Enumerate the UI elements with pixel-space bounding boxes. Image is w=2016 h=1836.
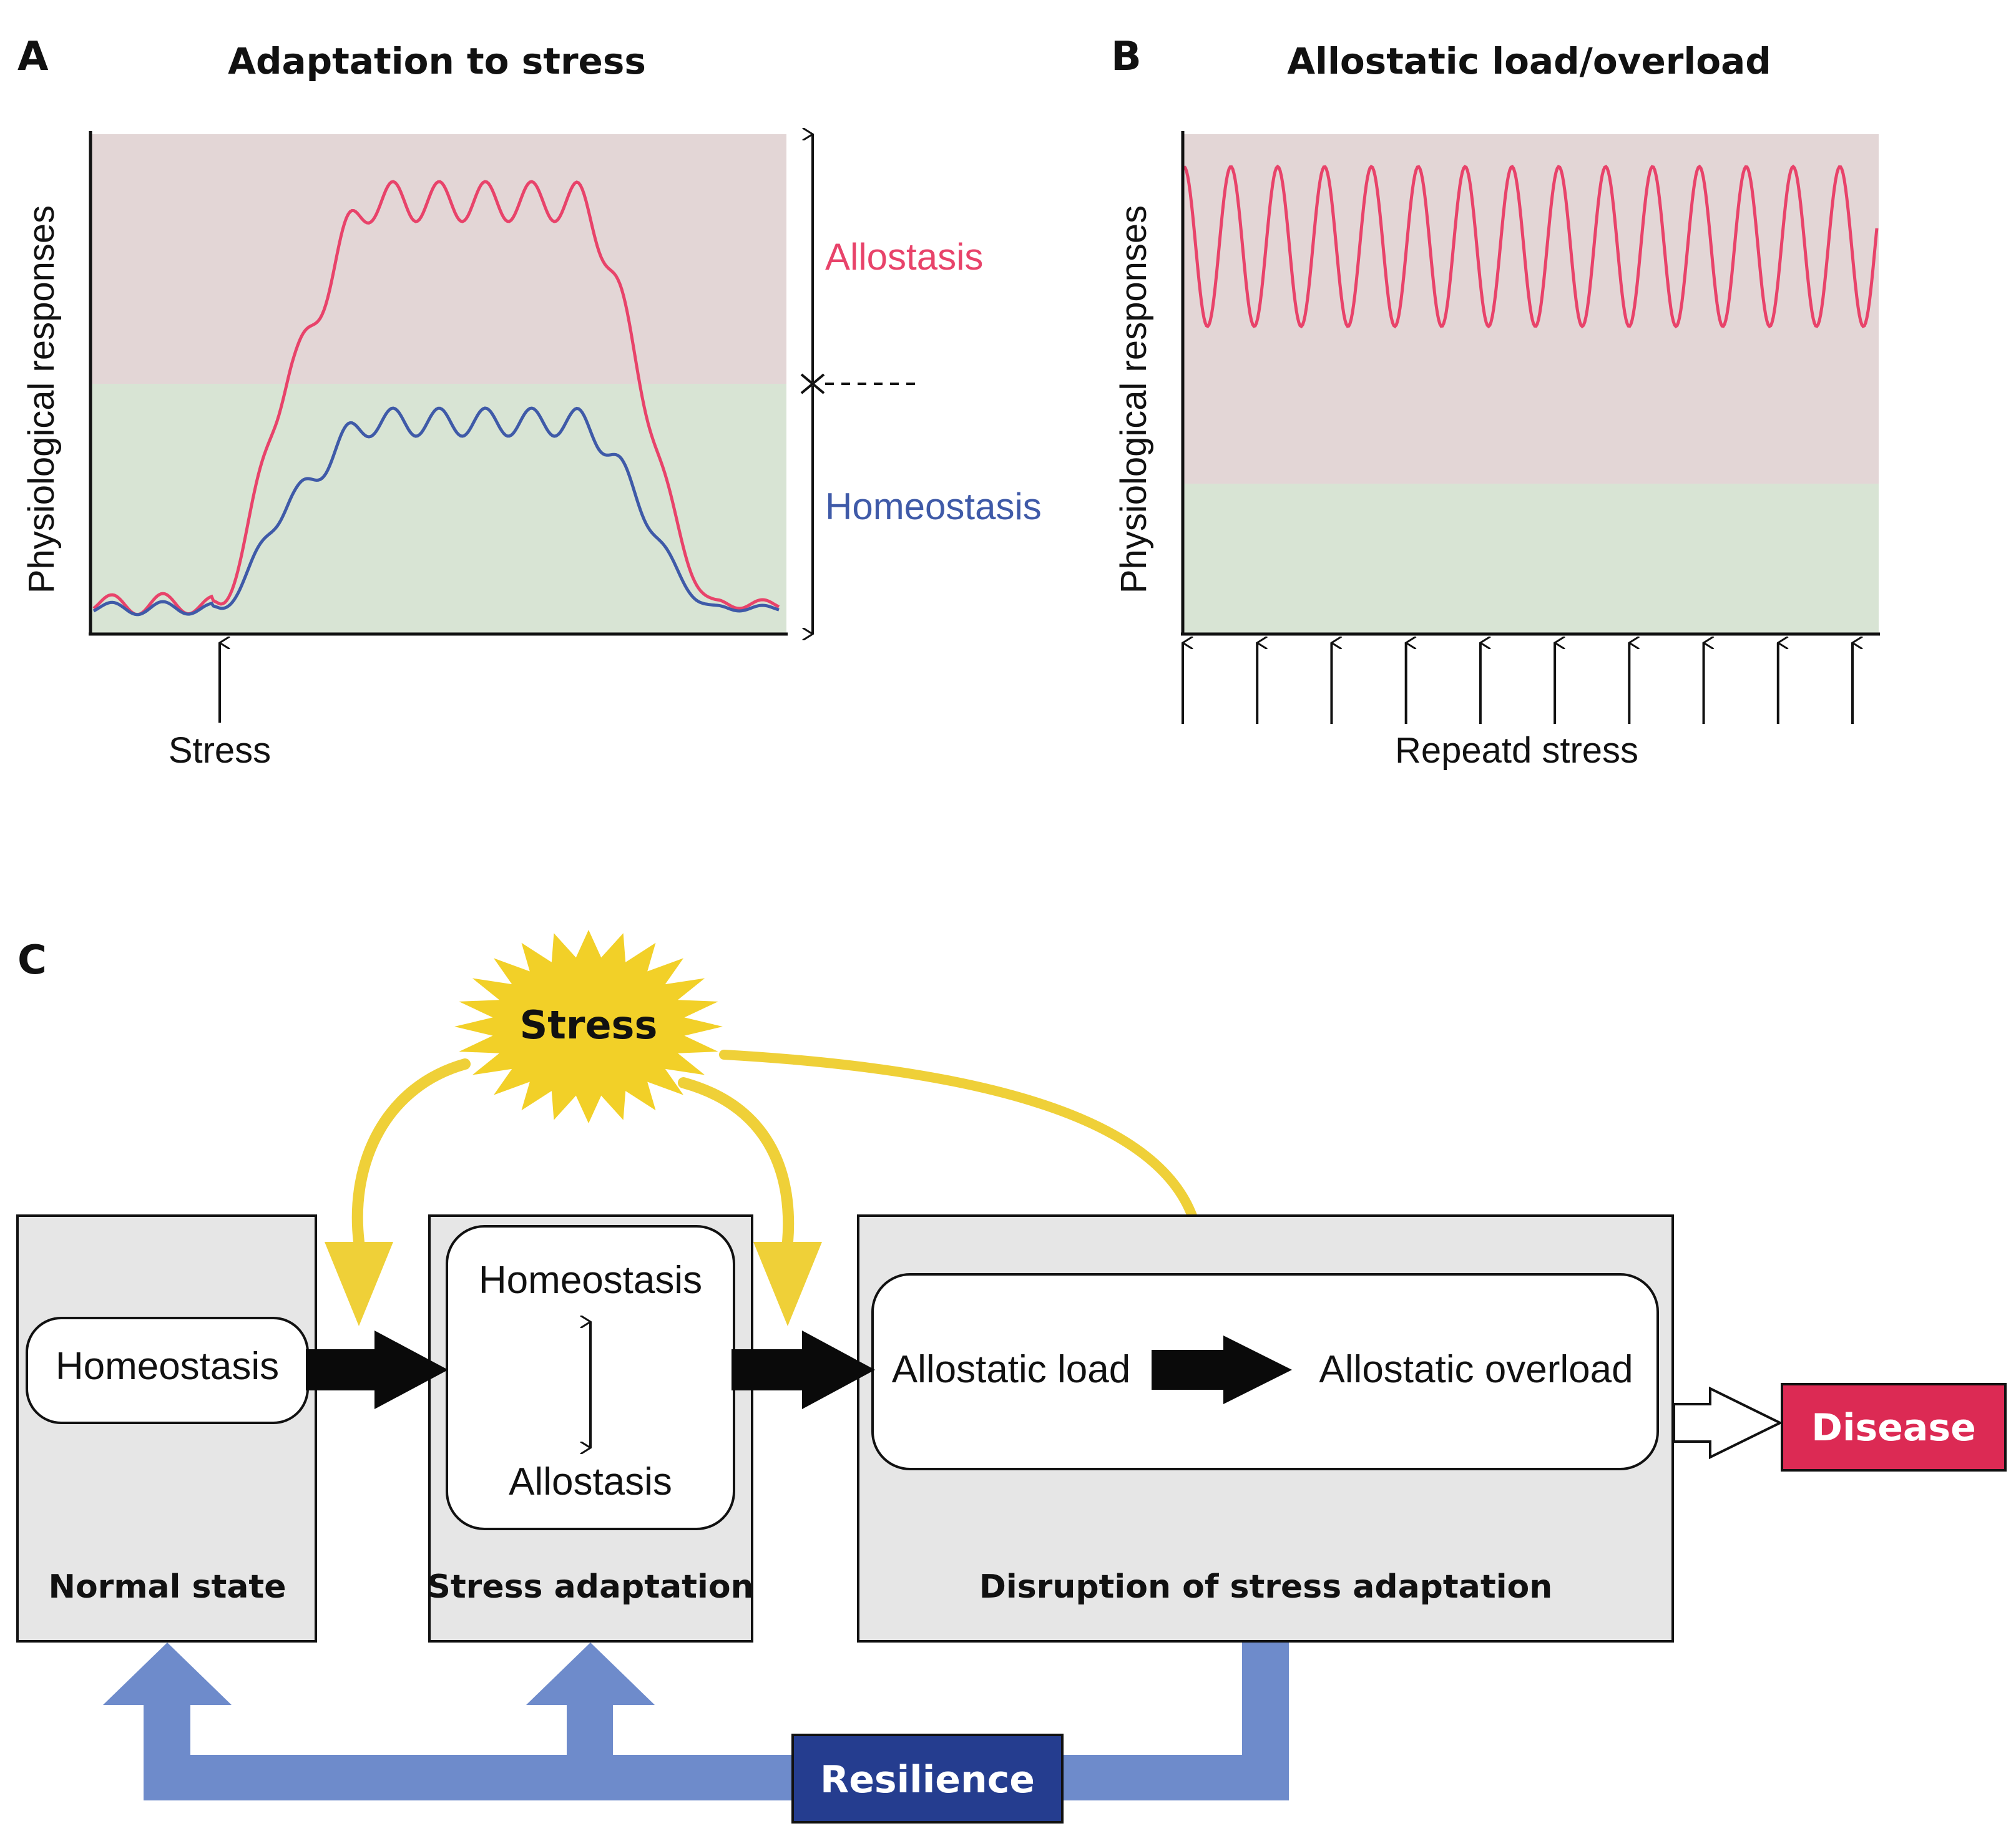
resilience-arrows [103,1643,1289,1800]
homeostasis-zone [1183,484,1879,633]
stress-to-adaptation-arrow-head [753,1242,822,1326]
load-to-overload-arrow [1152,1335,1292,1404]
homeostasis-zone [91,384,786,633]
stress-adaptation-title: Stress adaptation [427,1568,753,1606]
range-divider-mark [800,373,825,394]
panel-b-stress-label: Repeatd stress [1395,730,1638,771]
allostasis-label: Allostasis [825,236,983,278]
panel-a-y-label: Physiological responses [21,205,62,593]
allostasis-curve [92,180,780,617]
panel-a-stress-label: Stress [169,730,271,771]
stress-burst-label: Stress [520,1002,658,1048]
normal-state-box [16,1214,317,1643]
panel-c-letter: C [17,937,47,984]
repeated-stress-arrows [1182,643,1852,724]
normal-homeostasis-text: Homeostasis [56,1345,279,1388]
stress-to-adaptation-arrow-shaft [678,1077,795,1248]
resilience-badge [791,1734,1064,1824]
stress-to-normal-arrow-head [325,1242,393,1326]
allostatic-overload-text: Allostatic overload [1319,1348,1633,1391]
resilience-label: Resilience [820,1758,1035,1802]
panel-b: B Allostatic load/overload Physiological… [1111,34,1880,771]
panel-c: C Stress Homeostasis Homeostasis Allosta… [16,930,2007,1824]
stress-to-normal-arrow-shaft [351,1058,471,1248]
stress-burst [454,930,723,1123]
normal-state-title: Normal state [48,1568,286,1606]
disruption-title: Disruption of stress adaptation [979,1568,1553,1606]
allostasis-zone [91,134,786,384]
adaptation-homeostasis-text: Homeostasis [479,1259,702,1302]
panel-b-title: Allostatic load/overload [1287,40,1771,82]
disease-badge [1781,1383,2007,1472]
normal-to-adaptation-arrow [306,1331,448,1409]
panel-b-y-label: Physiological responses [1113,205,1154,593]
panel-a-letter: A [17,34,49,80]
panel-a: A Adaptation to stress Physiological res… [17,34,1042,771]
panel-b-letter: B [1111,34,1142,80]
disease-label: Disease [1811,1406,1976,1450]
adaptation-to-disruption-arrow [732,1331,875,1409]
allostatic-load-text: Allostatic load [892,1348,1131,1391]
homeostasis-curve [92,406,780,617]
stress-to-disruption-arrow-shaft [719,1050,1202,1238]
panel-a-title: Adaptation to stress [228,40,646,82]
homeostasis-label: Homeostasis [825,486,1042,527]
adaptation-allostasis-text: Allostasis [509,1460,672,1503]
disruption-to-disease-arrow [1673,1386,1783,1460]
allostatic-load-curve [1183,164,1879,329]
